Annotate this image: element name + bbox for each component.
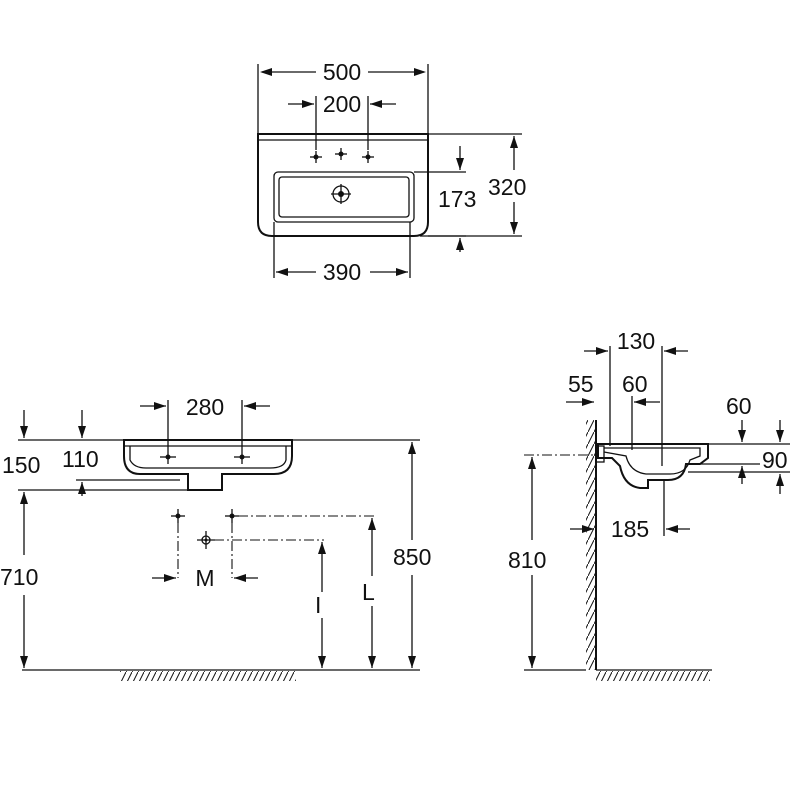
dim-label-60-horizontal: 60 bbox=[622, 371, 648, 397]
dim-label-320: 320 bbox=[488, 174, 526, 200]
dim-label-185: 185 bbox=[611, 516, 649, 542]
dim-i bbox=[318, 542, 326, 668]
dim-label-90: 90 bbox=[762, 447, 788, 473]
dim-label-710: 710 bbox=[0, 564, 38, 590]
dim-label-390: 390 bbox=[323, 259, 361, 285]
dim-60-horizontal bbox=[631, 396, 660, 450]
dim-label-500: 500 bbox=[323, 59, 361, 85]
top-view: 500 200 320 17 bbox=[257, 59, 526, 285]
dim-130 bbox=[584, 346, 688, 466]
dim-label-130: 130 bbox=[617, 328, 655, 354]
dim-m bbox=[152, 574, 258, 582]
dim-500 bbox=[257, 64, 429, 134]
dim-label-i: I bbox=[315, 592, 321, 618]
floor-line bbox=[22, 669, 420, 681]
wall bbox=[586, 420, 597, 670]
dim-173 bbox=[414, 146, 466, 252]
bracket-hole-icon bbox=[160, 450, 250, 464]
side-view: 130 55 60 60 bbox=[508, 328, 790, 681]
dim-710 bbox=[20, 492, 28, 668]
dim-label-850: 850 bbox=[393, 544, 431, 570]
dim-label-m: M bbox=[195, 565, 214, 591]
dim-label-l: L bbox=[362, 579, 375, 605]
dim-label-110: 110 bbox=[62, 446, 99, 472]
basin-outline-top bbox=[257, 133, 429, 237]
front-view: 280 150 110 710 bbox=[0, 394, 431, 681]
dim-label-150: 150 bbox=[2, 452, 40, 478]
floor-line-side bbox=[596, 669, 712, 681]
dim-label-280: 280 bbox=[186, 394, 224, 420]
dim-55 bbox=[566, 398, 594, 406]
dim-280 bbox=[140, 400, 270, 450]
dim-label-55: 55 bbox=[568, 371, 594, 397]
dim-l bbox=[368, 518, 376, 668]
dim-200 bbox=[288, 96, 396, 150]
dim-label-60-vertical: 60 bbox=[726, 393, 752, 419]
dim-850 bbox=[292, 439, 420, 668]
tap-hole-icon bbox=[310, 148, 374, 163]
dim-810 bbox=[524, 454, 598, 671]
dim-label-200: 200 bbox=[323, 91, 361, 117]
dim-185 bbox=[570, 480, 690, 536]
dim-110 bbox=[78, 410, 86, 496]
dim-390 bbox=[273, 222, 411, 278]
basin-outline-front bbox=[123, 439, 293, 491]
basin-outline-side bbox=[597, 443, 709, 489]
bowl-outline bbox=[273, 171, 415, 223]
dim-60-vertical bbox=[700, 420, 790, 484]
dim-label-173: 173 bbox=[438, 186, 476, 212]
supply-point-icon bbox=[171, 509, 239, 549]
drain-icon bbox=[331, 184, 351, 204]
dim-label-810: 810 bbox=[508, 547, 546, 573]
dim-90 bbox=[688, 420, 790, 494]
dim-150 bbox=[20, 410, 28, 438]
